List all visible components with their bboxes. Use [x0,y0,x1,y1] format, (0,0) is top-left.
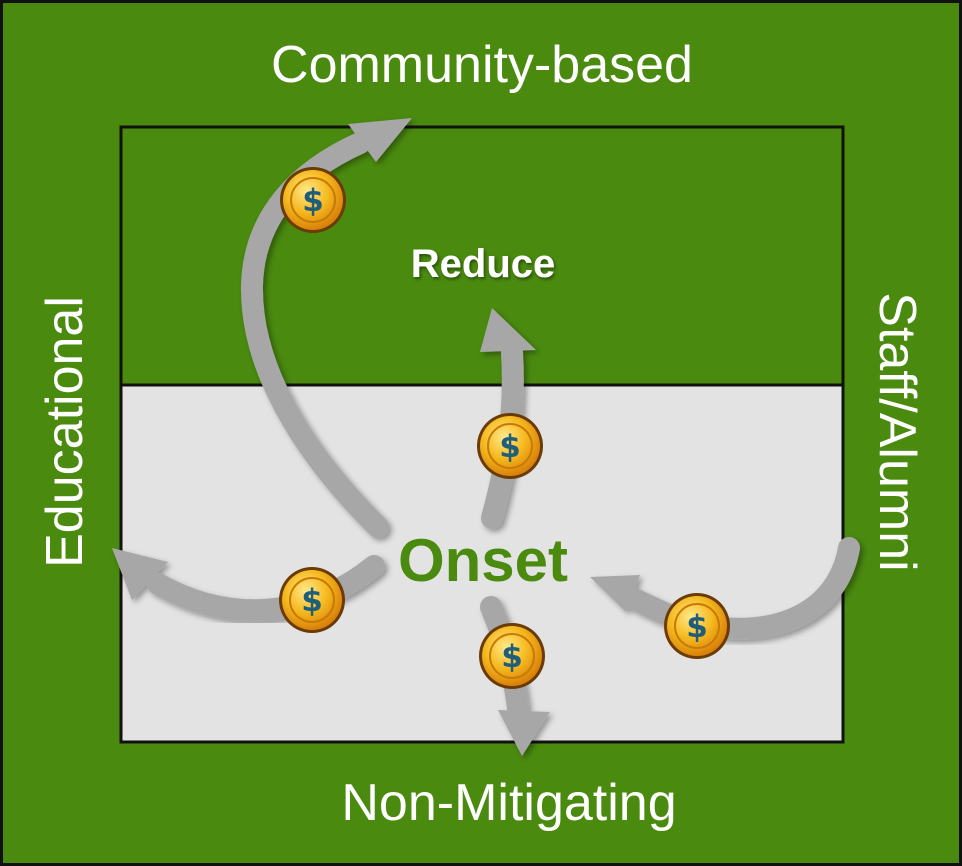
svg-text:$: $ [302,183,324,219]
right-label: Staff/Alumni [868,292,926,571]
dollar-coin-icon: $ [280,167,346,233]
top-label: Community-based [271,36,693,94]
bottom-label: Non-Mitigating [341,774,676,832]
reduce-region [119,125,845,387]
left-label: Educational [36,296,94,568]
svg-text:$: $ [686,609,708,645]
reduce-label: Reduce [411,242,556,286]
dollar-coin-icon: $ [279,567,345,633]
dollar-coin-icon: $ [664,593,730,659]
svg-text:$: $ [501,639,523,675]
svg-text:$: $ [499,429,521,465]
onset-label: Onset [398,527,568,594]
arrow-from-staff-alumni [590,537,860,640]
arrow-to-educational [112,548,385,622]
svg-text:$: $ [301,583,323,619]
dollar-coin-icon: $ [479,623,545,689]
dollar-coin-icon: $ [477,413,543,479]
